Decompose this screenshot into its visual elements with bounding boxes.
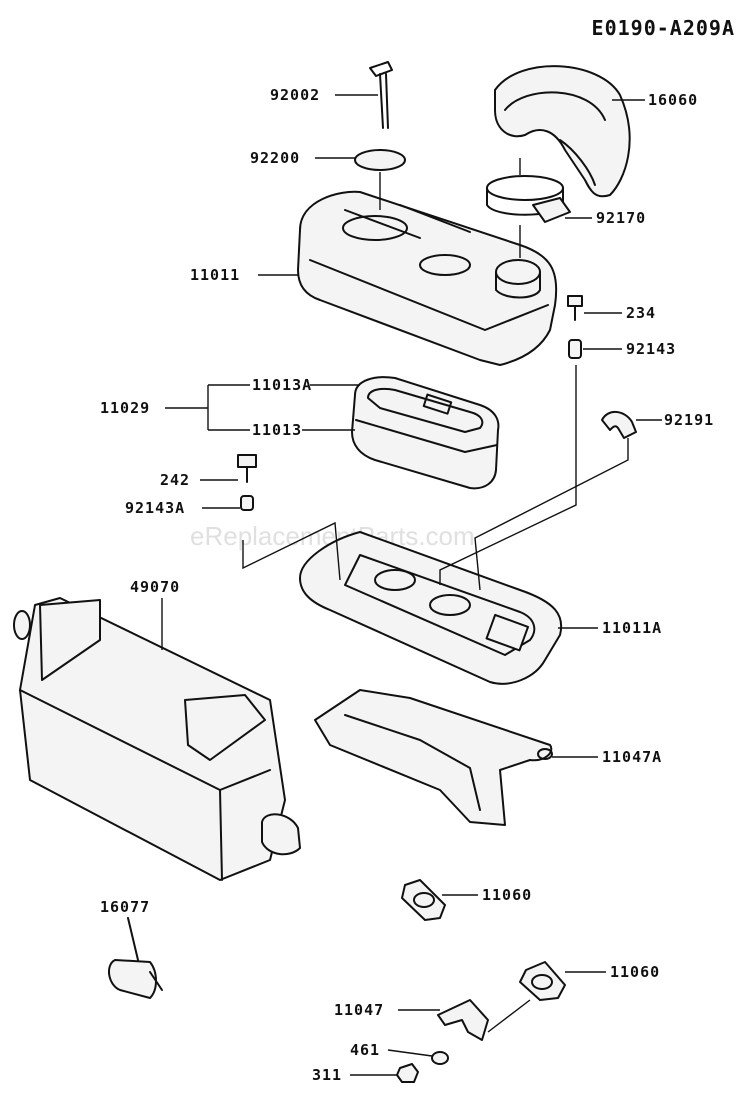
diagram-code: E0190-A209A (592, 16, 735, 40)
washer-92200-drawing (354, 149, 406, 171)
label-11060-lower: 11060 (610, 963, 660, 981)
intake-duct-16060-drawing (494, 65, 631, 198)
leader-lines (161, 94, 662, 1076)
label-11011: 11011 (190, 266, 240, 284)
cover-11011-drawing (297, 190, 558, 366)
label-11047: 11047 (334, 1001, 384, 1019)
label-16060: 16060 (648, 91, 698, 109)
hose-92191-drawing (601, 411, 637, 439)
bracket-11047-drawing (437, 999, 489, 1041)
label-11013A: 11013A (252, 376, 312, 394)
label-11029: 11029 (100, 399, 150, 417)
label-49070: 49070 (130, 578, 180, 596)
collar-92143-drawing (568, 339, 582, 359)
base-11011A-drawing (299, 531, 563, 685)
bolt-234-drawing (567, 295, 583, 321)
label-92170: 92170 (596, 209, 646, 227)
label-92002: 92002 (270, 86, 320, 104)
label-16077: 16077 (100, 898, 150, 916)
spark-arrester-16077-drawing (108, 917, 163, 999)
label-92191: 92191 (664, 411, 714, 429)
label-11047A: 11047A (602, 748, 662, 766)
label-92143: 92143 (626, 340, 676, 358)
label-242: 242 (160, 471, 190, 489)
clamp-92170-drawing (486, 175, 571, 223)
label-461: 461 (350, 1041, 380, 1059)
heat-shield-11047A-drawing (314, 689, 553, 826)
label-311: 311 (312, 1066, 342, 1084)
bolt-242-drawing (237, 454, 257, 483)
gasket-11060-lower-drawing (519, 961, 566, 1001)
stud-92002-drawing (369, 61, 393, 129)
label-92200: 92200 (250, 149, 300, 167)
label-11060-upper: 11060 (482, 886, 532, 904)
label-11011A: 11011A (602, 619, 662, 637)
nut-311-drawing (396, 1063, 419, 1083)
filter-element-11013-drawing (351, 376, 500, 490)
label-11013: 11013 (252, 421, 302, 439)
muffler-49070-drawing (13, 597, 301, 881)
label-92143A: 92143A (125, 499, 185, 517)
washer-461-drawing (431, 1051, 449, 1065)
collar-92143A-drawing (240, 495, 254, 511)
gasket-11060-upper-drawing (401, 879, 446, 921)
label-234: 234 (626, 304, 656, 322)
